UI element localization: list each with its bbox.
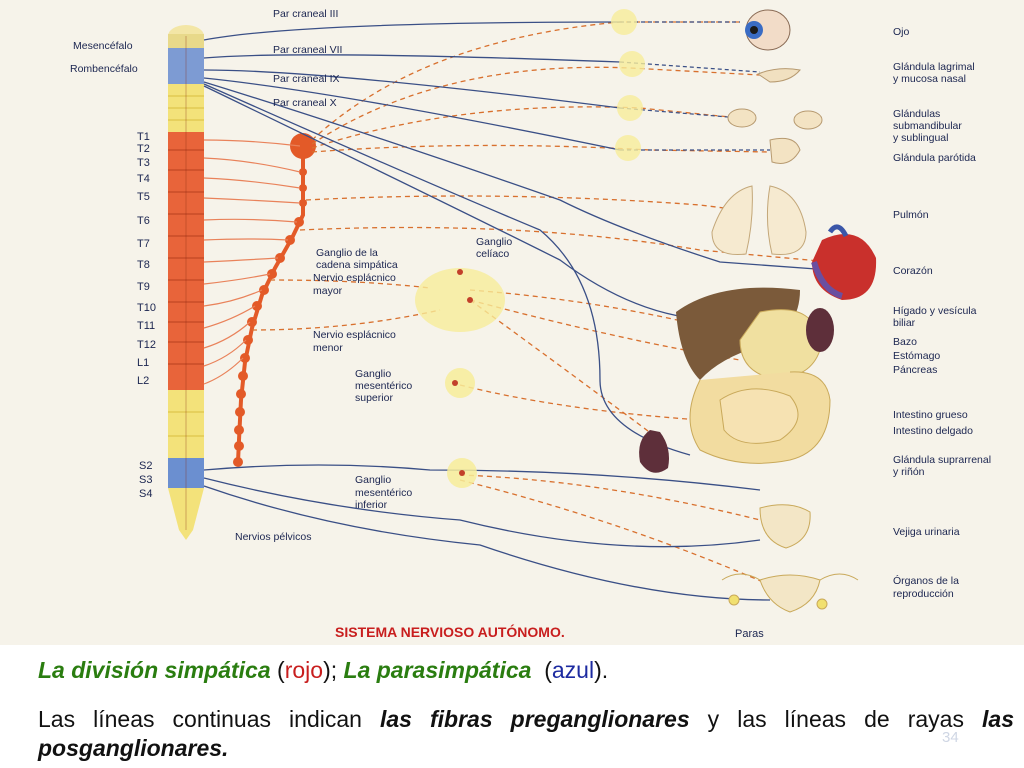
label-rombencefalo: Rombencéfalo [70, 63, 138, 75]
fiber-explanation: Las líneas continuas indican las fibras … [38, 705, 1014, 763]
autonomic-nervous-system-diagram: Mesencéfalo Rombencéfalo Par craneal III… [0, 0, 1024, 645]
label-par-craneal-iii: Par craneal III [273, 8, 338, 20]
segment-label: T8 [137, 259, 150, 271]
organ-label-submand-3: y sublingual [893, 132, 948, 144]
label-par-craneal-vii: Par craneal VII [273, 44, 342, 56]
segment-label: T11 [137, 320, 155, 332]
segment-label: T7 [137, 238, 150, 250]
label-ganglio-cadena: Ganglio de la [316, 247, 378, 259]
organ-label-pancreas: Páncreas [893, 364, 937, 376]
organ-label-intestino-delgado: Intestino delgado [893, 425, 973, 437]
label-nervio-esplacnico-menor-2: menor [313, 342, 343, 354]
sympathetic-label: La división simpática [38, 657, 271, 683]
segment-label: T12 [137, 339, 156, 351]
organ-heart [811, 224, 877, 300]
organ-label-submand: Glándulas [893, 108, 940, 120]
label-ganglio-celiaco: Ganglio [476, 236, 512, 248]
parasympathetic-fibers [203, 21, 831, 601]
label-ganglio-mes-sup: Ganglio [355, 368, 391, 380]
label-ganglio-mes-sup-2: mesentérico [355, 380, 412, 392]
footnote-text: Paras [735, 628, 764, 640]
caption-area: La división simpática (rojo); La parasim… [0, 645, 1024, 768]
label-ganglio-mes-inf: Ganglio [355, 474, 391, 486]
segment-label: T4 [137, 173, 150, 185]
segment-label: L2 [137, 375, 149, 387]
organ-reproductive [721, 573, 859, 613]
label-nervio-esplacnico-mayor-2: mayor [313, 285, 343, 297]
organ-label-parotida: Glándula parótida [893, 152, 976, 164]
label-nervios-pelvicos: Nervios pélvicos [235, 531, 311, 543]
label-nervio-esplacnico-menor: Nervio esplácnico [313, 329, 396, 341]
parasympathetic-label: La parasimpática [343, 657, 532, 683]
para-text-2: y las líneas de rayas [707, 706, 964, 732]
label-nervio-esplacnico-mayor: Nervio esplácnico [313, 272, 396, 284]
diagram-title: SISTEMA NERVIOSO AUTÓNOMO. [335, 623, 565, 640]
organ-label-corazon: Corazón [893, 265, 933, 277]
segment-label: T3 [137, 157, 150, 169]
label-par-craneal-x: Par craneal X [273, 97, 337, 109]
segment-label: T1 [137, 131, 150, 143]
sympathetic-chain [203, 133, 316, 467]
organ-label-higado-2: biliar [893, 317, 916, 329]
organ-label-organos-2: reproducción [893, 588, 954, 600]
segment-label: T9 [137, 281, 150, 293]
label-ganglio-cadena-2: cadena simpática [316, 259, 398, 271]
ganglia [415, 9, 645, 488]
organ-label-lagrimal-2: y mucosa nasal [893, 73, 966, 85]
segment-label: T2 [137, 143, 150, 155]
organ-label-intestino-grueso: Intestino grueso [893, 409, 968, 421]
segment-label: T6 [137, 215, 150, 227]
label-mesencefalo: Mesencéfalo [73, 40, 133, 52]
organ-label-suprarrenal-2: y riñón [893, 466, 925, 478]
sympathetic-postganglionic-fibers [251, 21, 831, 586]
segment-label: L1 [137, 357, 149, 369]
organ-parotid [769, 137, 801, 164]
label-ganglio-mes-inf-2: mesentérico [355, 487, 412, 499]
segment-label: T5 [137, 191, 150, 203]
spinal-cord [168, 25, 204, 540]
para-text-1: Las líneas continuas indican [38, 706, 362, 732]
organ-label-estomago: Estómago [893, 350, 940, 362]
organ-lacrimal [756, 68, 801, 83]
label-par-craneal-ix: Par craneal IX [273, 73, 340, 85]
organ-bladder [759, 504, 811, 549]
organ-abdominal [639, 287, 834, 473]
organ-label-pulmon: Pulmón [893, 209, 929, 221]
organ-submandibular [727, 108, 823, 130]
label-ganglio-mes-sup-3: superior [355, 392, 393, 404]
organ-label-higado: Hígado y vesícula [893, 305, 977, 317]
segment-label: S2 [139, 460, 152, 472]
organ-label-lagrimal: Glándula lagrimal [893, 61, 975, 73]
segment-label: S3 [139, 474, 152, 486]
organ-eye [745, 9, 791, 51]
organ-label-vejiga: Vejiga urinaria [893, 526, 960, 538]
parasympathetic-postganglionic [619, 21, 770, 151]
organ-label-suprarrenal: Glándula suprarrenal [893, 454, 991, 466]
segment-label: T10 [137, 302, 156, 314]
para-bold-1: las fibras preganglionares [379, 706, 690, 732]
organ-label-submand-2: submandibular [893, 120, 962, 132]
label-ganglio-celiaco-2: celíaco [476, 248, 509, 260]
organ-label-bazo: Bazo [893, 336, 917, 348]
organ-label-ojo: Ojo [893, 26, 910, 38]
organ-lungs [711, 185, 807, 256]
organ-label-organos: Órganos de la [893, 574, 959, 587]
para-bold-2: las posganglionares. [38, 706, 1014, 761]
division-legend: La división simpática (rojo); La parasim… [38, 657, 609, 683]
parasympathetic-color-word: azul [551, 657, 595, 683]
sympathetic-color-word: rojo [284, 657, 324, 683]
slide-number: 34 [942, 729, 959, 746]
label-ganglio-mes-inf-3: inferior [355, 499, 388, 511]
segment-label: S4 [139, 488, 152, 500]
